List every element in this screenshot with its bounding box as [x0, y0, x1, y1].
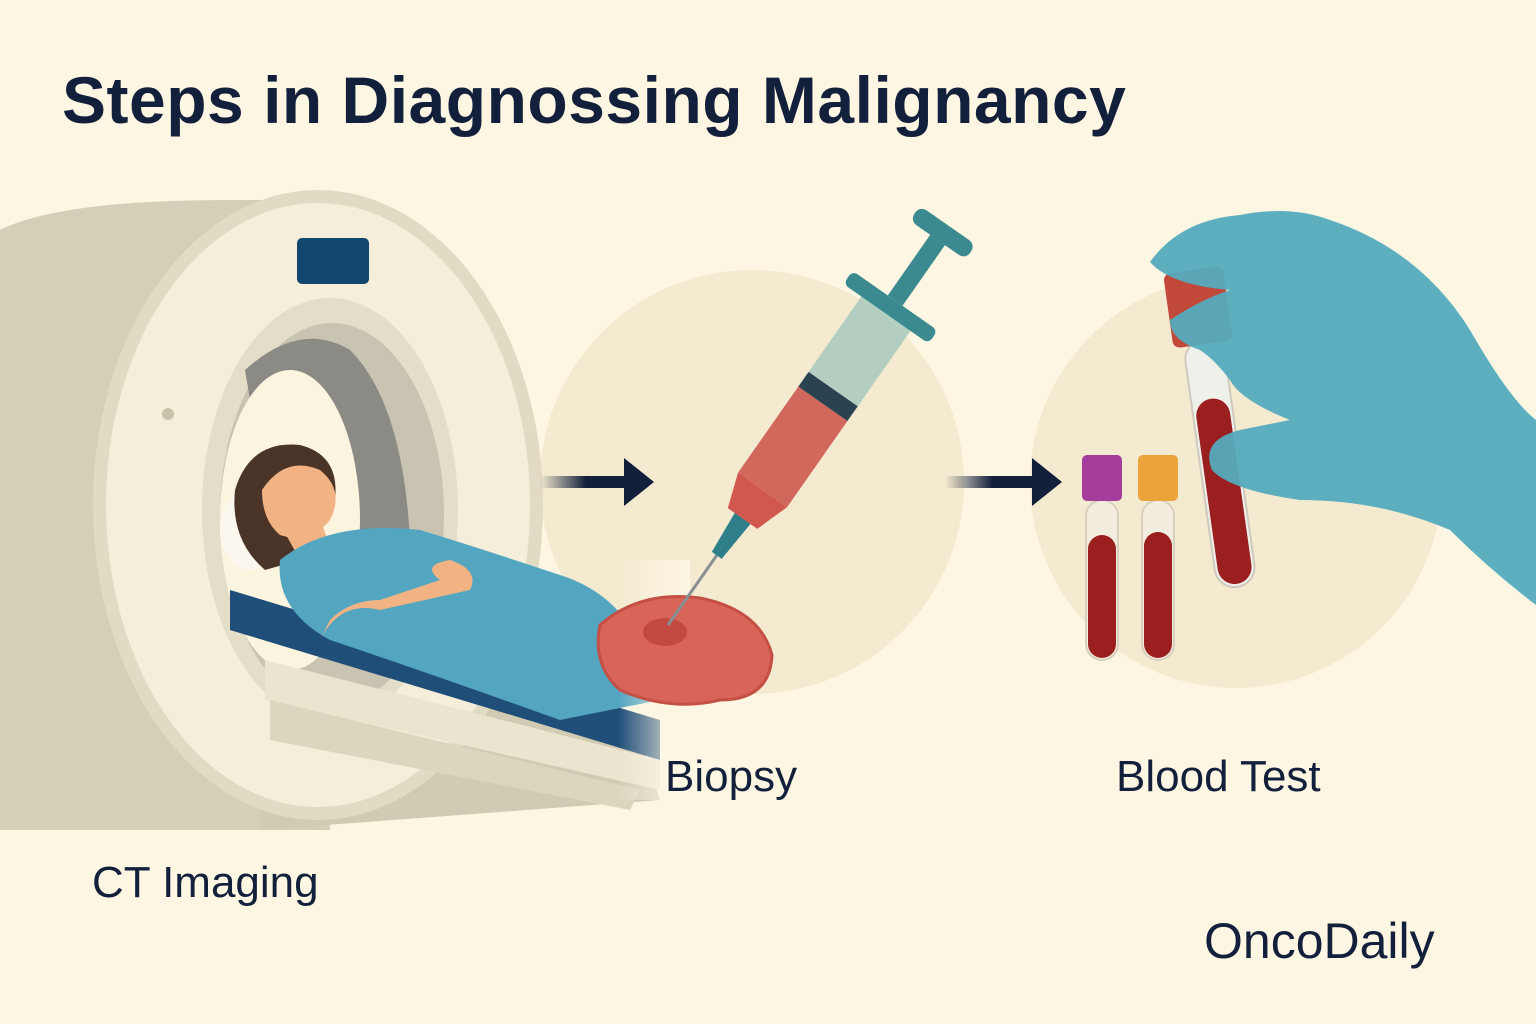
step-label-blood-test: Blood Test [1116, 752, 1321, 801]
step-label-biopsy: Biopsy [665, 752, 798, 801]
gloved-hand [1150, 211, 1536, 605]
arrow-ct-to-biopsy [540, 458, 654, 506]
syringe-icon [666, 208, 973, 626]
scanner-indicator [162, 408, 174, 420]
page-title: Steps in Diagnossing Malignancy [62, 63, 1127, 137]
tissue-sample [596, 595, 774, 706]
scanner-display [297, 238, 369, 284]
step-label-ct-imaging: CT Imaging [92, 858, 319, 907]
brand-logo-text: OncoDaily [1204, 913, 1435, 969]
arrow-biopsy-to-blood [945, 458, 1062, 506]
